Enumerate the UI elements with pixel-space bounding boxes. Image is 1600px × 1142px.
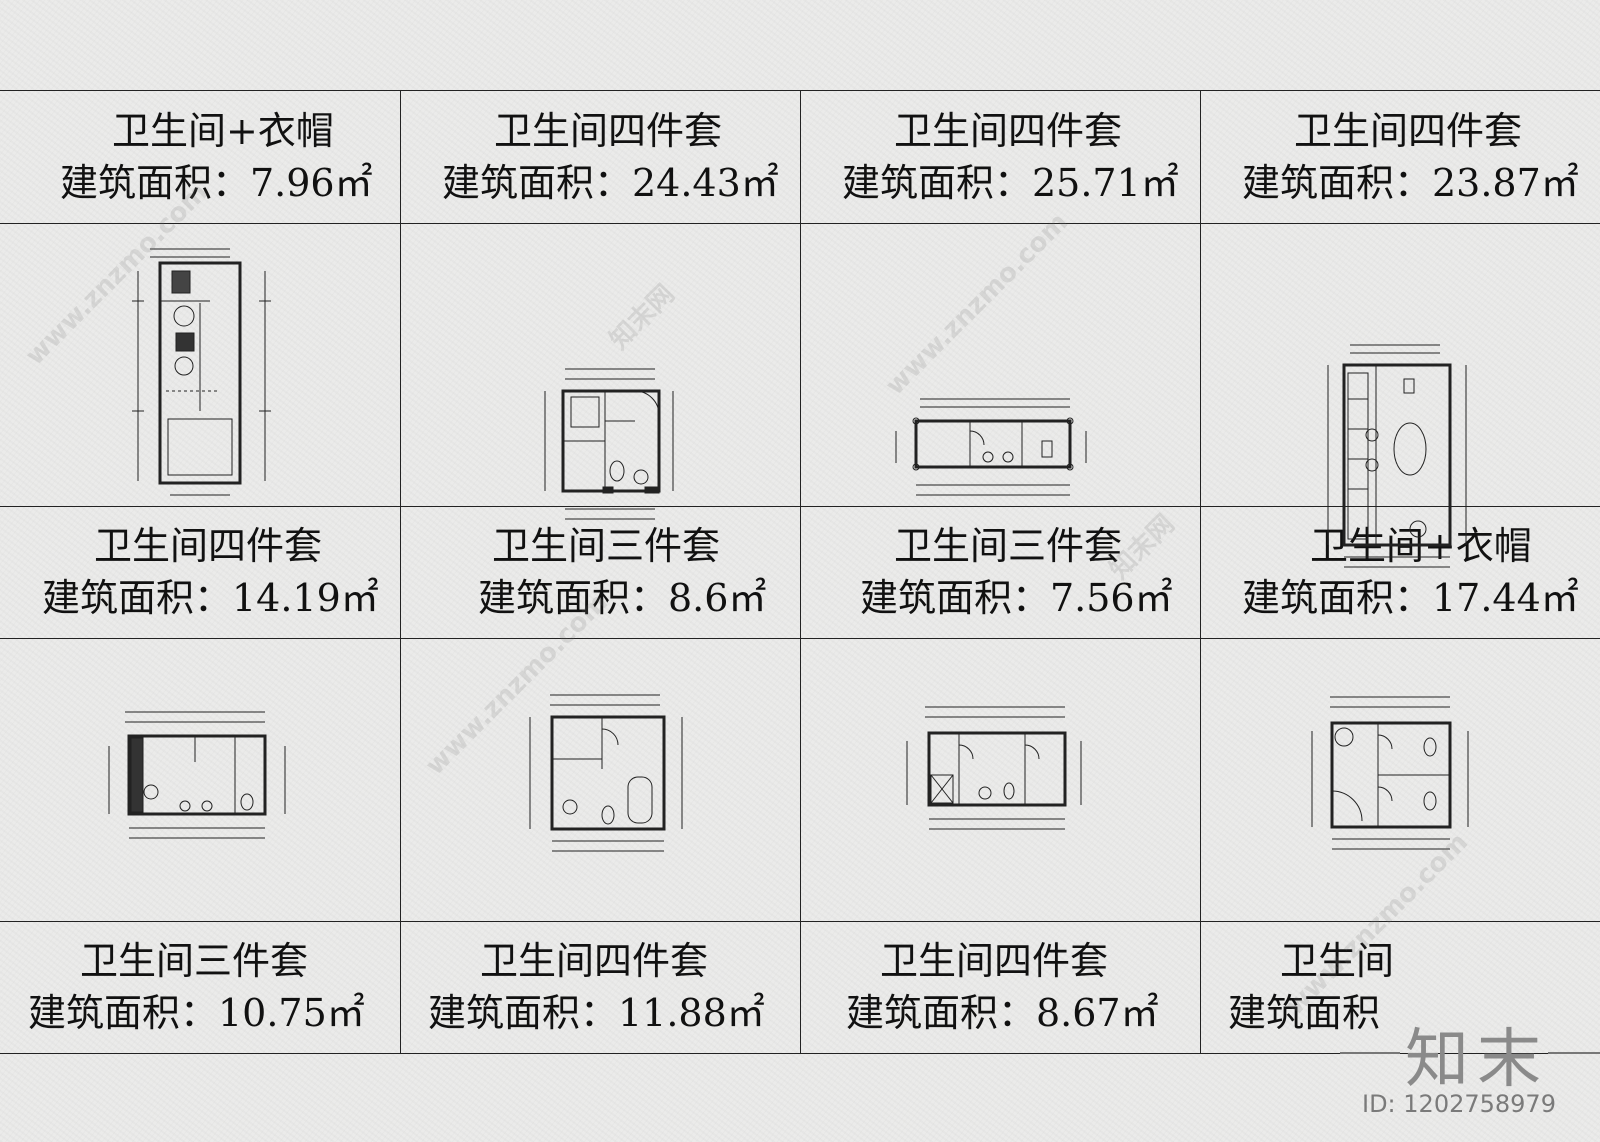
floor-plan-svg [132,248,271,496]
grid-divider [1200,91,1201,1053]
watermark-logo: 知末 [1405,1023,1549,1097]
grid-divider [0,506,1600,507]
cell-area: 建筑面积：23.87㎡ [1242,161,1579,205]
floor-plan-svg [895,398,1087,496]
cell-title: 卫生间+衣帽 [112,109,334,153]
cell-area: 建筑面积：8.67㎡ [846,991,1159,1035]
floor-plan-svg [1311,696,1469,850]
cell-area: 建筑面积：7.96㎡ [60,161,373,205]
logo-rule-right [1548,1052,1600,1054]
cell-area: 建筑面积：14.19㎡ [42,576,379,620]
cell-title: 卫生间四件套 [1294,109,1523,153]
cell-area: 建筑面积：25.71㎡ [842,161,1179,205]
cell-label: 卫生间四件套 建筑面积：11.88㎡ [428,921,765,1053]
cell-area: 建筑面积 [1228,991,1381,1035]
grid-divider [800,91,801,1053]
cell-title: 卫生间四件套 [494,109,723,153]
cell-label: 卫生间四件套 建筑面积：25.71㎡ [842,91,1179,223]
cell-area: 建筑面积：10.75㎡ [28,991,365,1035]
floor-plan-drawing [1320,339,1480,579]
cell-label: 卫生间四件套 建筑面积：23.87㎡ [1242,91,1579,223]
cell-title: 卫生间 [1280,939,1395,983]
cell-label: 卫生间三件套 建筑面积：7.56㎡ [860,506,1173,638]
grid-divider [0,921,1600,922]
floor-plan-drawing [890,391,1110,511]
cell-label: 卫生间四件套 建筑面积：14.19㎡ [42,506,379,638]
cell-area: 建筑面积：7.56㎡ [860,576,1173,620]
cell-title: 卫生间三件套 [894,524,1123,568]
cell-label: 卫生间四件套 建筑面积：8.67㎡ [846,921,1159,1053]
floor-plan-drawing [510,689,700,859]
cell-title: 卫生间三件套 [492,524,721,568]
cell-title: 卫生间四件套 [880,939,1109,983]
cell-label: 卫生间三件套 建筑面积：8.6㎡ [478,506,766,638]
grid-divider [0,638,1600,639]
cell-title: 卫生间三件套 [80,939,309,983]
cell-label: 卫生间 建筑面积 [1228,921,1394,1053]
floor-plan-svg [906,706,1082,830]
floor-plan-svg [544,368,674,520]
grid-divider [400,91,401,1053]
cell-label: 卫生间三件套 建筑面积：10.75㎡ [28,921,365,1053]
cell-area: 建筑面积：8.6㎡ [478,576,767,620]
watermark-id: ID: 1202758979 [1362,1090,1556,1118]
floor-plan-grid: 卫生间+衣帽 建筑面积：7.96㎡ 卫生间四件套 建筑面积：24.43㎡ 卫生间… [0,90,1600,1054]
floor-plan-drawing [525,361,685,531]
floor-plan-svg [1327,344,1467,568]
cell-area: 建筑面积：17.44㎡ [1242,576,1579,620]
cell-title: 卫生间四件套 [94,524,323,568]
floor-plan-drawing [120,241,280,501]
cell-title: 卫生间四件套 [480,939,709,983]
cell-label: 卫生间四件套 建筑面积：24.43㎡ [442,91,779,223]
floor-plan-drawing [1300,691,1480,861]
cell-area: 建筑面积：24.43㎡ [442,161,779,205]
floor-plan-svg [529,694,683,852]
grid-divider [0,223,1600,224]
floor-plan-drawing [895,701,1095,851]
cell-area: 建筑面积：11.88㎡ [428,991,765,1035]
cell-label: 卫生间+衣帽 建筑面积：7.96㎡ [60,91,373,223]
cell-title: 卫生间四件套 [894,109,1123,153]
logo-rule-left [1340,1052,1400,1054]
floor-plan-svg [108,711,286,839]
floor-plan-drawing [95,706,305,856]
